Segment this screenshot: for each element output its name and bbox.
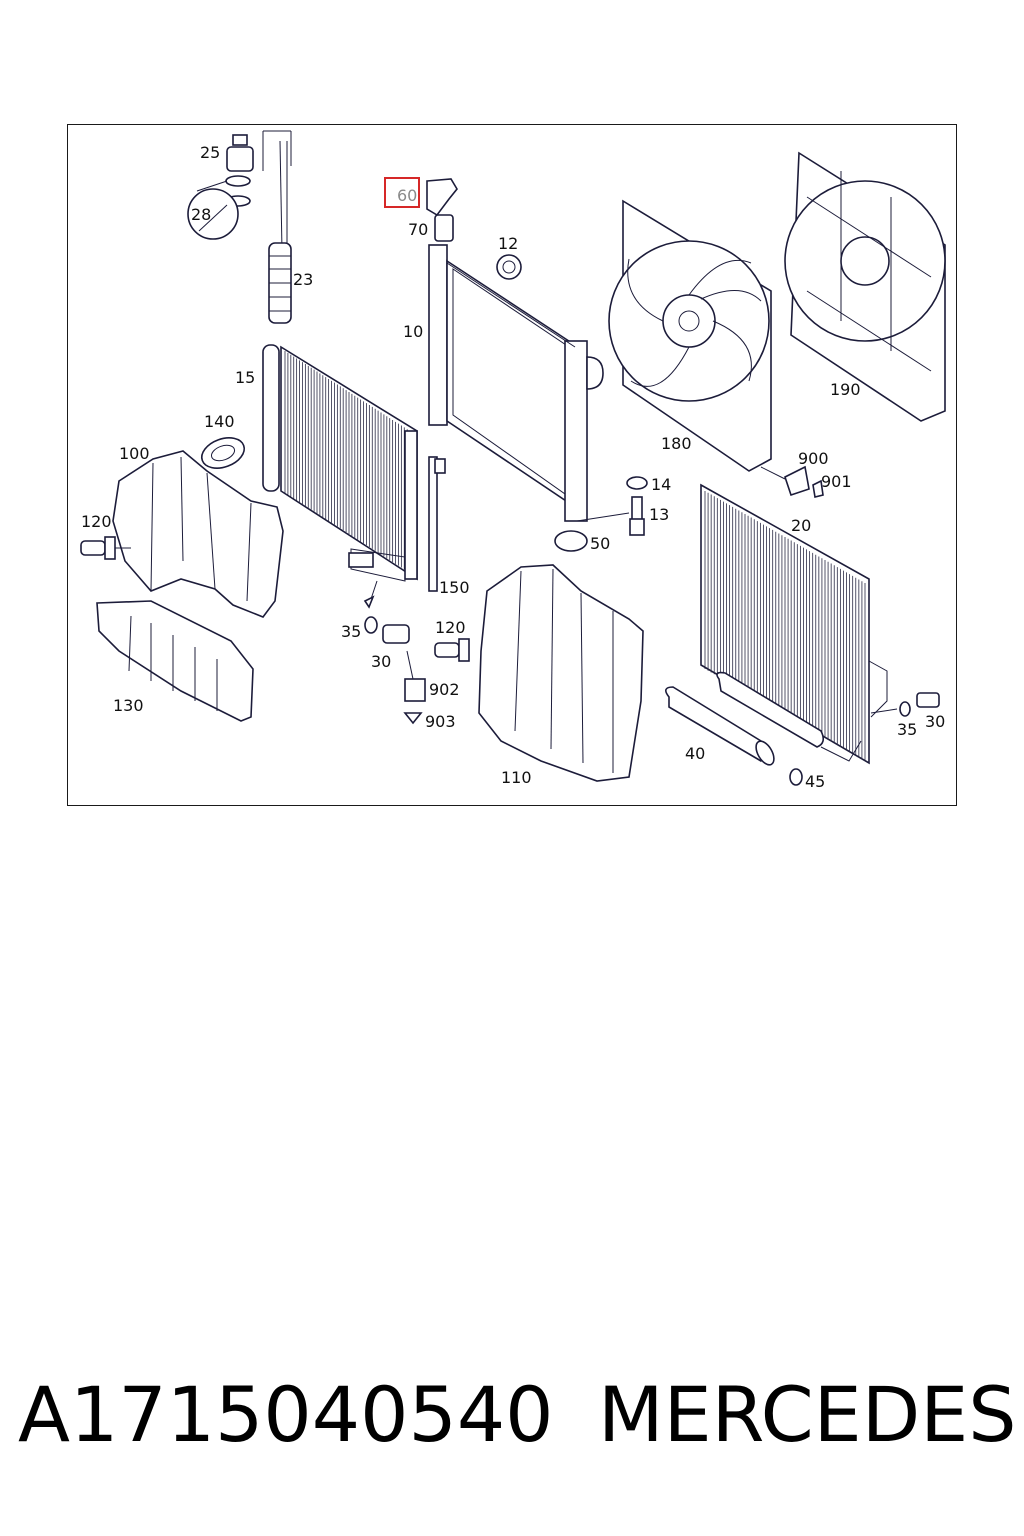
callout-20: 20 xyxy=(791,516,811,535)
callout-150: 150 xyxy=(439,578,470,597)
callout-130: 130 xyxy=(113,696,144,715)
callout-100: 100 xyxy=(119,444,150,463)
clip-120-center-drawing xyxy=(434,638,470,662)
callout-902: 902 xyxy=(429,680,460,699)
callout-50: 50 xyxy=(590,534,610,553)
pipe-150-drawing xyxy=(428,456,446,592)
callout-45: 45 xyxy=(805,772,825,791)
radiator-10-drawing xyxy=(428,244,604,522)
callout-40: 40 xyxy=(685,744,705,763)
callout-25: 25 xyxy=(200,143,220,162)
callout-140: 140 xyxy=(204,412,235,431)
brand-name: MERCEDES xyxy=(598,1370,1017,1459)
callout-903: 903 xyxy=(425,712,456,731)
exploded-parts-diagram: 25 28 23 60 70 12 10 15 140 100 120 130 … xyxy=(80,130,946,791)
drier-cartridge-drawing xyxy=(187,130,292,324)
callout-60-highlighted: 60 xyxy=(397,186,417,205)
air-guide-130-drawing xyxy=(96,600,254,722)
air-duct-100-drawing xyxy=(112,450,284,618)
callout-110: 110 xyxy=(501,768,532,787)
callout-35-center: 35 xyxy=(341,622,361,641)
part-footer: A1715040540 MERCEDES xyxy=(18,1370,1016,1470)
callout-180: 180 xyxy=(661,434,692,453)
callout-30-center: 30 xyxy=(371,652,391,671)
callout-70: 70 xyxy=(408,220,428,239)
bracket-60-drawing xyxy=(426,178,458,217)
part-number: A1715040540 xyxy=(18,1370,554,1459)
pressure-switch-30-right-drawing xyxy=(870,692,940,717)
bracket-140-drawing xyxy=(200,437,246,469)
drain-plug-13-drawing xyxy=(576,496,645,536)
air-duct-110-drawing xyxy=(478,564,644,782)
connector-903-drawing xyxy=(403,712,423,725)
callout-190: 190 xyxy=(830,380,861,399)
condenser-15-drawing xyxy=(262,344,418,582)
connector-902-drawing xyxy=(404,650,426,702)
parts-diagram-frame: 25 28 23 60 70 12 10 15 140 100 120 130 … xyxy=(67,124,957,806)
highlight-box xyxy=(384,177,420,208)
callout-labels: 25 28 23 60 70 12 10 15 140 100 120 130 … xyxy=(81,143,945,791)
pressure-switch-30-center-drawing xyxy=(363,580,410,644)
callout-901: 901 xyxy=(821,472,852,491)
callout-12: 12 xyxy=(498,234,518,253)
condenser-20-drawing xyxy=(700,483,888,765)
fan-shroud-180-drawing xyxy=(608,199,772,472)
seal-14-drawing xyxy=(626,476,648,490)
callout-120-center: 120 xyxy=(435,618,466,637)
callout-35-right: 35 xyxy=(897,720,917,739)
callout-15: 15 xyxy=(235,368,255,387)
connector-901-drawing xyxy=(812,479,824,498)
clip-120-left-drawing xyxy=(80,536,131,560)
callout-13: 13 xyxy=(649,505,669,524)
callout-900: 900 xyxy=(798,449,829,468)
buffer-70-drawing xyxy=(434,214,454,242)
callout-30-right: 30 xyxy=(925,712,945,731)
callout-28: 28 xyxy=(191,205,211,224)
resistor-900-drawing xyxy=(760,465,810,497)
callout-10: 10 xyxy=(403,322,423,341)
callout-23: 23 xyxy=(293,270,313,289)
callout-120-left: 120 xyxy=(81,512,112,531)
o-ring-45-drawing xyxy=(789,768,803,786)
mount-50-drawing xyxy=(554,530,588,552)
fan-shroud-190-drawing xyxy=(784,151,946,422)
drier-40-drawing xyxy=(665,671,825,766)
cap-12-drawing xyxy=(496,254,522,280)
callout-14: 14 xyxy=(651,475,671,494)
